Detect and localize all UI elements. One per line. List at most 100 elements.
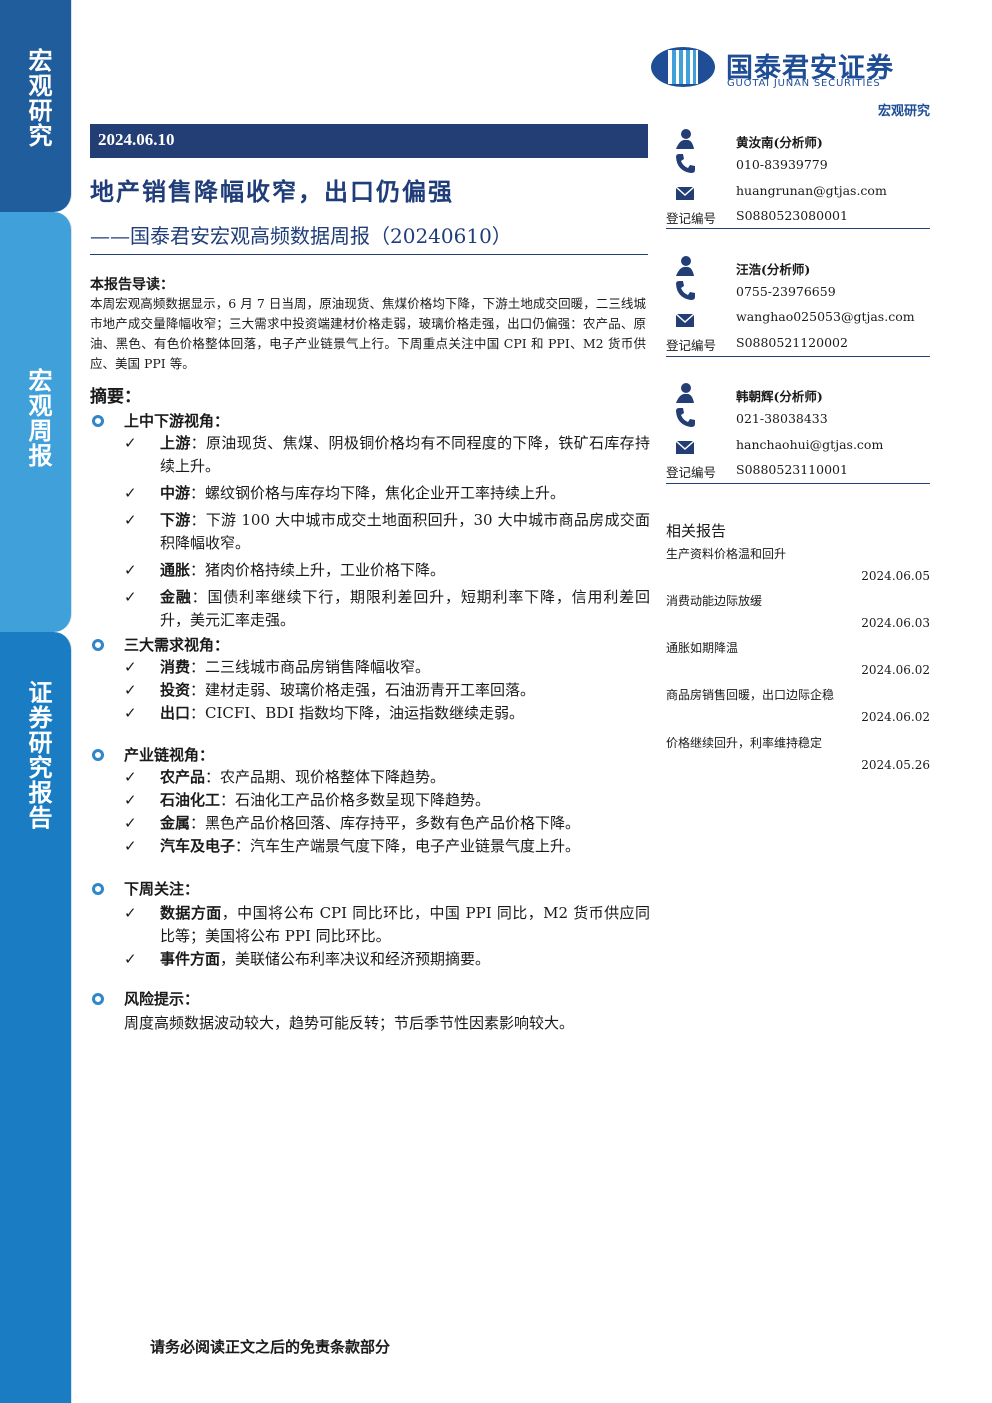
sidebar-block-macro-weekly	[0, 212, 72, 632]
report-title: 地产销售降幅收窄，出口仍偏强	[90, 177, 454, 206]
person-icon	[676, 129, 694, 149]
check-icon: ✓	[124, 837, 137, 855]
related-report-title: 商品房销售回暖，出口边际企稳	[666, 688, 835, 702]
list-item: ✓投资：建材走弱、玻璃价格走强，石油沥青开工率回落。	[90, 679, 650, 702]
check-icon: ✓	[124, 950, 137, 968]
check-icon: ✓	[124, 904, 137, 922]
related-report-item[interactable]: 生产资料价格温和回升 2024.06.05	[666, 545, 930, 587]
section-heading-label: 三大需求视角：	[124, 636, 230, 654]
section-heading: 风险提示：	[90, 988, 650, 1012]
list-item: ✓石油化工：石油化工产品价格多数呈现下降趋势。	[90, 789, 650, 812]
person-icon	[676, 256, 694, 276]
item-text: ：CICFI、BDI 指数均下降，油运指数继续走弱。	[190, 704, 524, 722]
section-next-week-focus: 下周关注： ✓数据方面，中国将公布 CPI 同比环比，中国 PPI 同比，M2 …	[90, 878, 650, 971]
check-icon: ✓	[124, 768, 137, 786]
item-key: 消费	[160, 658, 191, 676]
item-key: 石油化工	[160, 791, 221, 809]
related-report-item[interactable]: 商品房销售回暖，出口边际企稳 2024.06.02	[666, 686, 930, 728]
check-icon: ✓	[124, 588, 137, 606]
guide-body: 本周宏观高频数据显示，6 月 7 日当周，原油现货、焦煤价格均下降，下游土地成交…	[90, 296, 646, 371]
list-item: ✓上游：原油现货、焦煤、阴极铜价格均有不同程度的下降，铁矿石库存持续上升。	[90, 432, 650, 478]
guide-heading: 本报告导读：	[90, 277, 174, 293]
check-icon: ✓	[124, 434, 137, 452]
related-report-item[interactable]: 价格继续回升，利率维持稳定 2024.05.26	[666, 734, 930, 776]
registration-number: S0880521120002	[736, 335, 848, 350]
related-report-title: 消费动能边际放缓	[666, 594, 763, 608]
check-icon: ✓	[124, 681, 137, 699]
phone-icon	[676, 154, 695, 173]
analyst-email[interactable]: huangrunan@gtjas.com	[736, 183, 887, 198]
related-reports-heading: 相关报告	[666, 522, 727, 540]
section-upstream-downstream: 上中下游视角： ✓上游：原油现货、焦煤、阴极铜价格均有不同程度的下降，铁矿石库存…	[90, 410, 650, 632]
list-item: ✓消费：二三线城市商品房销售降幅收窄。	[90, 656, 650, 679]
item-key: 金融	[160, 588, 192, 606]
analyst-email[interactable]: hanchaohui@gtjas.com	[736, 437, 884, 452]
section-risk-warning: 风险提示： 周度高频数据波动较大，趋势可能反转；节后季节性因素影响较大。	[90, 988, 650, 1035]
sidebar-block-securities-report	[0, 632, 72, 1403]
list-item: ✓下游：下游 100 大中城市成交土地面积回升，30 大中城市商品房成交面积降幅…	[90, 509, 650, 555]
sidebar-label-macro-research: 宏观研究	[24, 48, 52, 148]
item-key: 事件方面	[160, 950, 221, 968]
analyst-phone: 010-83939779	[736, 157, 828, 172]
item-key: 农产品	[160, 768, 206, 786]
report-date: 2024.06.10	[98, 130, 175, 149]
sidebar-block-macro-research	[0, 0, 72, 212]
registration-label: 登记编号	[666, 465, 717, 480]
list-item: ✓通胀：猪肉价格持续上升，工业价格下降。	[90, 559, 650, 582]
analyst-phone: 0755-23976659	[736, 284, 836, 299]
list-item: ✓农产品：农产品期、现价格整体下降趋势。	[90, 766, 650, 789]
check-icon: ✓	[124, 791, 137, 809]
date-bar: 2024.06.10	[90, 124, 648, 158]
related-report-date: 2024.06.02	[861, 663, 930, 677]
related-report-item[interactable]: 消费动能边际放缓 2024.06.03	[666, 592, 930, 634]
analyst-divider	[666, 356, 930, 357]
disclaimer-footer: 请务必阅读正文之后的免责条款部分	[150, 1338, 391, 1356]
analyst-name: 汪浩(分析师)	[736, 262, 811, 277]
analyst-phone: 021-38038433	[736, 411, 828, 426]
item-text: ：国债利率继续下行，期限利差回升，短期利率下降，信用利差回升，美元汇率走强。	[160, 588, 650, 629]
check-icon: ✓	[124, 658, 137, 676]
person-icon	[676, 383, 694, 403]
registration-label: 登记编号	[666, 338, 717, 353]
item-key: 数据方面	[160, 904, 222, 922]
list-item: ✓ 事件方面，美联储公布利率决议和经济预期摘要。	[90, 948, 650, 971]
related-report-date: 2024.06.05	[861, 569, 930, 583]
analyst-name: 韩朝辉(分析师)	[736, 389, 823, 404]
related-report-date: 2024.06.03	[861, 616, 930, 630]
analyst-divider	[666, 483, 930, 484]
check-icon: ✓	[124, 704, 137, 722]
bullet-circle-icon	[92, 993, 104, 1005]
analyst-email[interactable]: wanghao025053@gtjas.com	[736, 309, 915, 324]
check-icon: ✓	[124, 561, 137, 579]
check-icon: ✓	[124, 484, 137, 502]
related-report-item[interactable]: 通胀如期降温 2024.06.02	[666, 639, 930, 681]
sidebar-label-securities-report: 证券研究报告	[24, 680, 52, 830]
item-text: ：猪肉价格持续上升，工业价格下降。	[190, 561, 446, 579]
item-key: 投资	[160, 681, 191, 699]
item-text: ：螺纹钢价格与库存均下降，焦化企业开工率持续上升。	[190, 484, 566, 502]
logo-chinese-name: 国泰君安证券	[726, 53, 894, 84]
bullet-circle-icon	[92, 415, 104, 427]
item-key: 中游	[160, 484, 191, 502]
related-report-title: 生产资料价格温和回升	[666, 547, 787, 561]
list-item: ✓金属：黑色产品价格回落、库存持平，多数有色产品价格下降。	[90, 812, 650, 835]
analyst-card: 汪浩(分析师) 0755-23976659 wanghao025053@gtja…	[666, 255, 930, 355]
header-category-tag: 宏观研究	[877, 104, 930, 119]
list-item: ✓数据方面，中国将公布 CPI 同比环比，中国 PPI 同比，M2 货币供应同比…	[90, 902, 650, 948]
email-icon	[675, 440, 695, 454]
section-heading: 下周关注：	[90, 878, 650, 902]
item-key: 下游	[160, 511, 191, 529]
bullet-circle-icon	[92, 639, 104, 651]
risk-text: 周度高频数据波动较大，趋势可能反转；节后季节性因素影响较大。	[124, 1014, 575, 1032]
item-text: ，美联储公布利率决议和经济预期摘要。	[220, 950, 491, 968]
section-three-demands: 三大需求视角： ✓消费：二三线城市商品房销售降幅收窄。 ✓投资：建材走弱、玻璃价…	[90, 634, 650, 725]
item-key: 汽车及电子	[160, 837, 236, 855]
list-item: ✓ 金融：国债利率继续下行，期限利差回升，短期利率下降，信用利差回升，美元汇率走强…	[90, 586, 650, 632]
sidebar-label-macro-weekly: 宏观周报	[24, 368, 52, 468]
report-subtitle: ——国泰君安宏观高频数据周报（20240610）	[90, 224, 512, 248]
bullet-circle-icon	[92, 883, 104, 895]
abstract-heading: 摘要：	[90, 387, 141, 407]
registration-label: 登记编号	[666, 211, 717, 226]
related-report-title: 通胀如期降温	[666, 641, 739, 655]
section-heading: 三大需求视角：	[90, 634, 650, 658]
